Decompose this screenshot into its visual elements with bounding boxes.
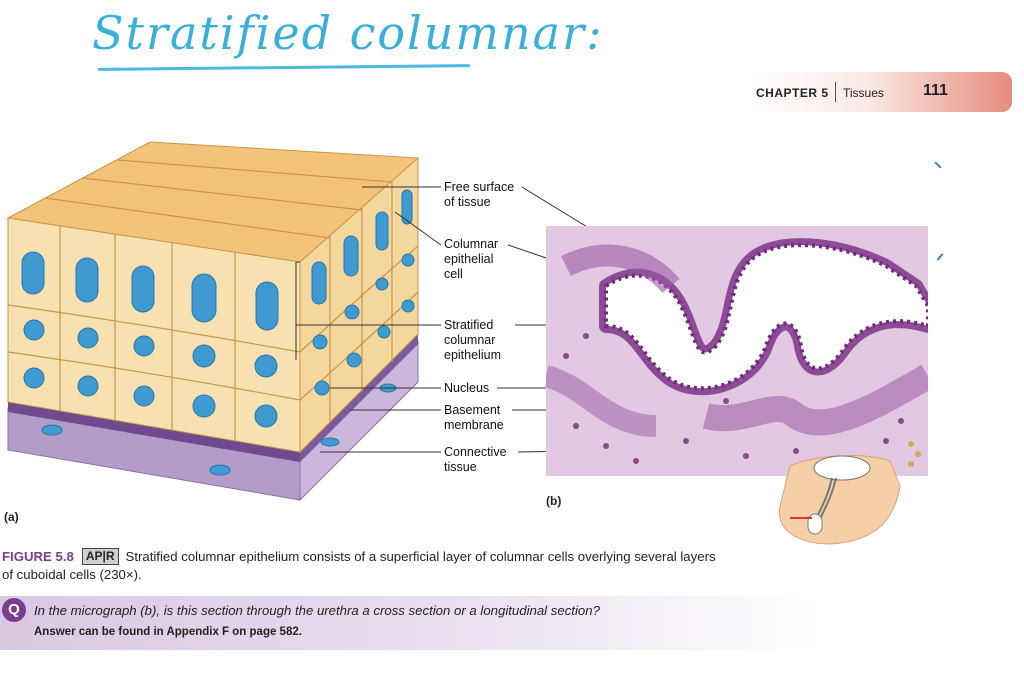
label-line: Nucleus xyxy=(444,381,490,395)
label-free-surface: Free surface of tissue xyxy=(444,180,514,210)
panel-label-b: (b) xyxy=(546,494,562,508)
label-line: Basement xyxy=(444,403,501,417)
label-line: membrane xyxy=(444,418,504,432)
apr-badge: AP|R xyxy=(81,548,119,565)
page-number: 111 xyxy=(923,82,948,99)
question-text: In the micrograph (b), is this section t… xyxy=(34,603,600,618)
answer-note: Answer can be found in Appendix F on pag… xyxy=(34,626,302,638)
label-line: of tissue xyxy=(444,195,491,209)
label-line: tissue xyxy=(444,460,477,474)
handwritten-note: Stratified columnar: xyxy=(92,6,604,60)
caption-text: Stratified columnar epithelium consists … xyxy=(2,549,716,582)
label-line: Stratified xyxy=(444,318,494,332)
basement-membrane-front xyxy=(8,402,300,462)
chapter-topic: Tissues xyxy=(843,86,884,100)
label-line: epithelium xyxy=(444,348,501,362)
label-nucleus: Nucleus xyxy=(444,381,489,396)
label-line: Columnar xyxy=(444,237,499,251)
label-line: columnar xyxy=(444,333,496,347)
label-line: Free surface xyxy=(444,180,515,194)
label-connective-tissue: Connective tissue xyxy=(444,445,507,475)
label-line: Connective xyxy=(444,445,507,459)
urethra-location-inset xyxy=(778,455,901,545)
label-line: epithelial xyxy=(444,252,494,266)
question-band xyxy=(0,596,820,650)
question-marker: Q xyxy=(2,598,26,622)
micrograph xyxy=(546,226,928,476)
label-columnar-cell: Columnar epithelial cell xyxy=(444,237,498,282)
basement-membrane-side xyxy=(300,334,418,462)
chapter-label: CHAPTER 5 xyxy=(756,86,829,100)
label-basement-membrane: Basement membrane xyxy=(444,403,504,433)
label-stratified-epithelium: Stratified columnar epithelium xyxy=(444,318,501,363)
label-line: cell xyxy=(444,267,463,281)
tissue-block-diagram xyxy=(6,141,420,502)
figure-number: FIGURE 5.8 xyxy=(2,549,74,564)
chapter-header-bar xyxy=(752,72,1012,112)
panel-label-a: (a) xyxy=(4,510,19,524)
chapter-separator xyxy=(835,82,836,102)
